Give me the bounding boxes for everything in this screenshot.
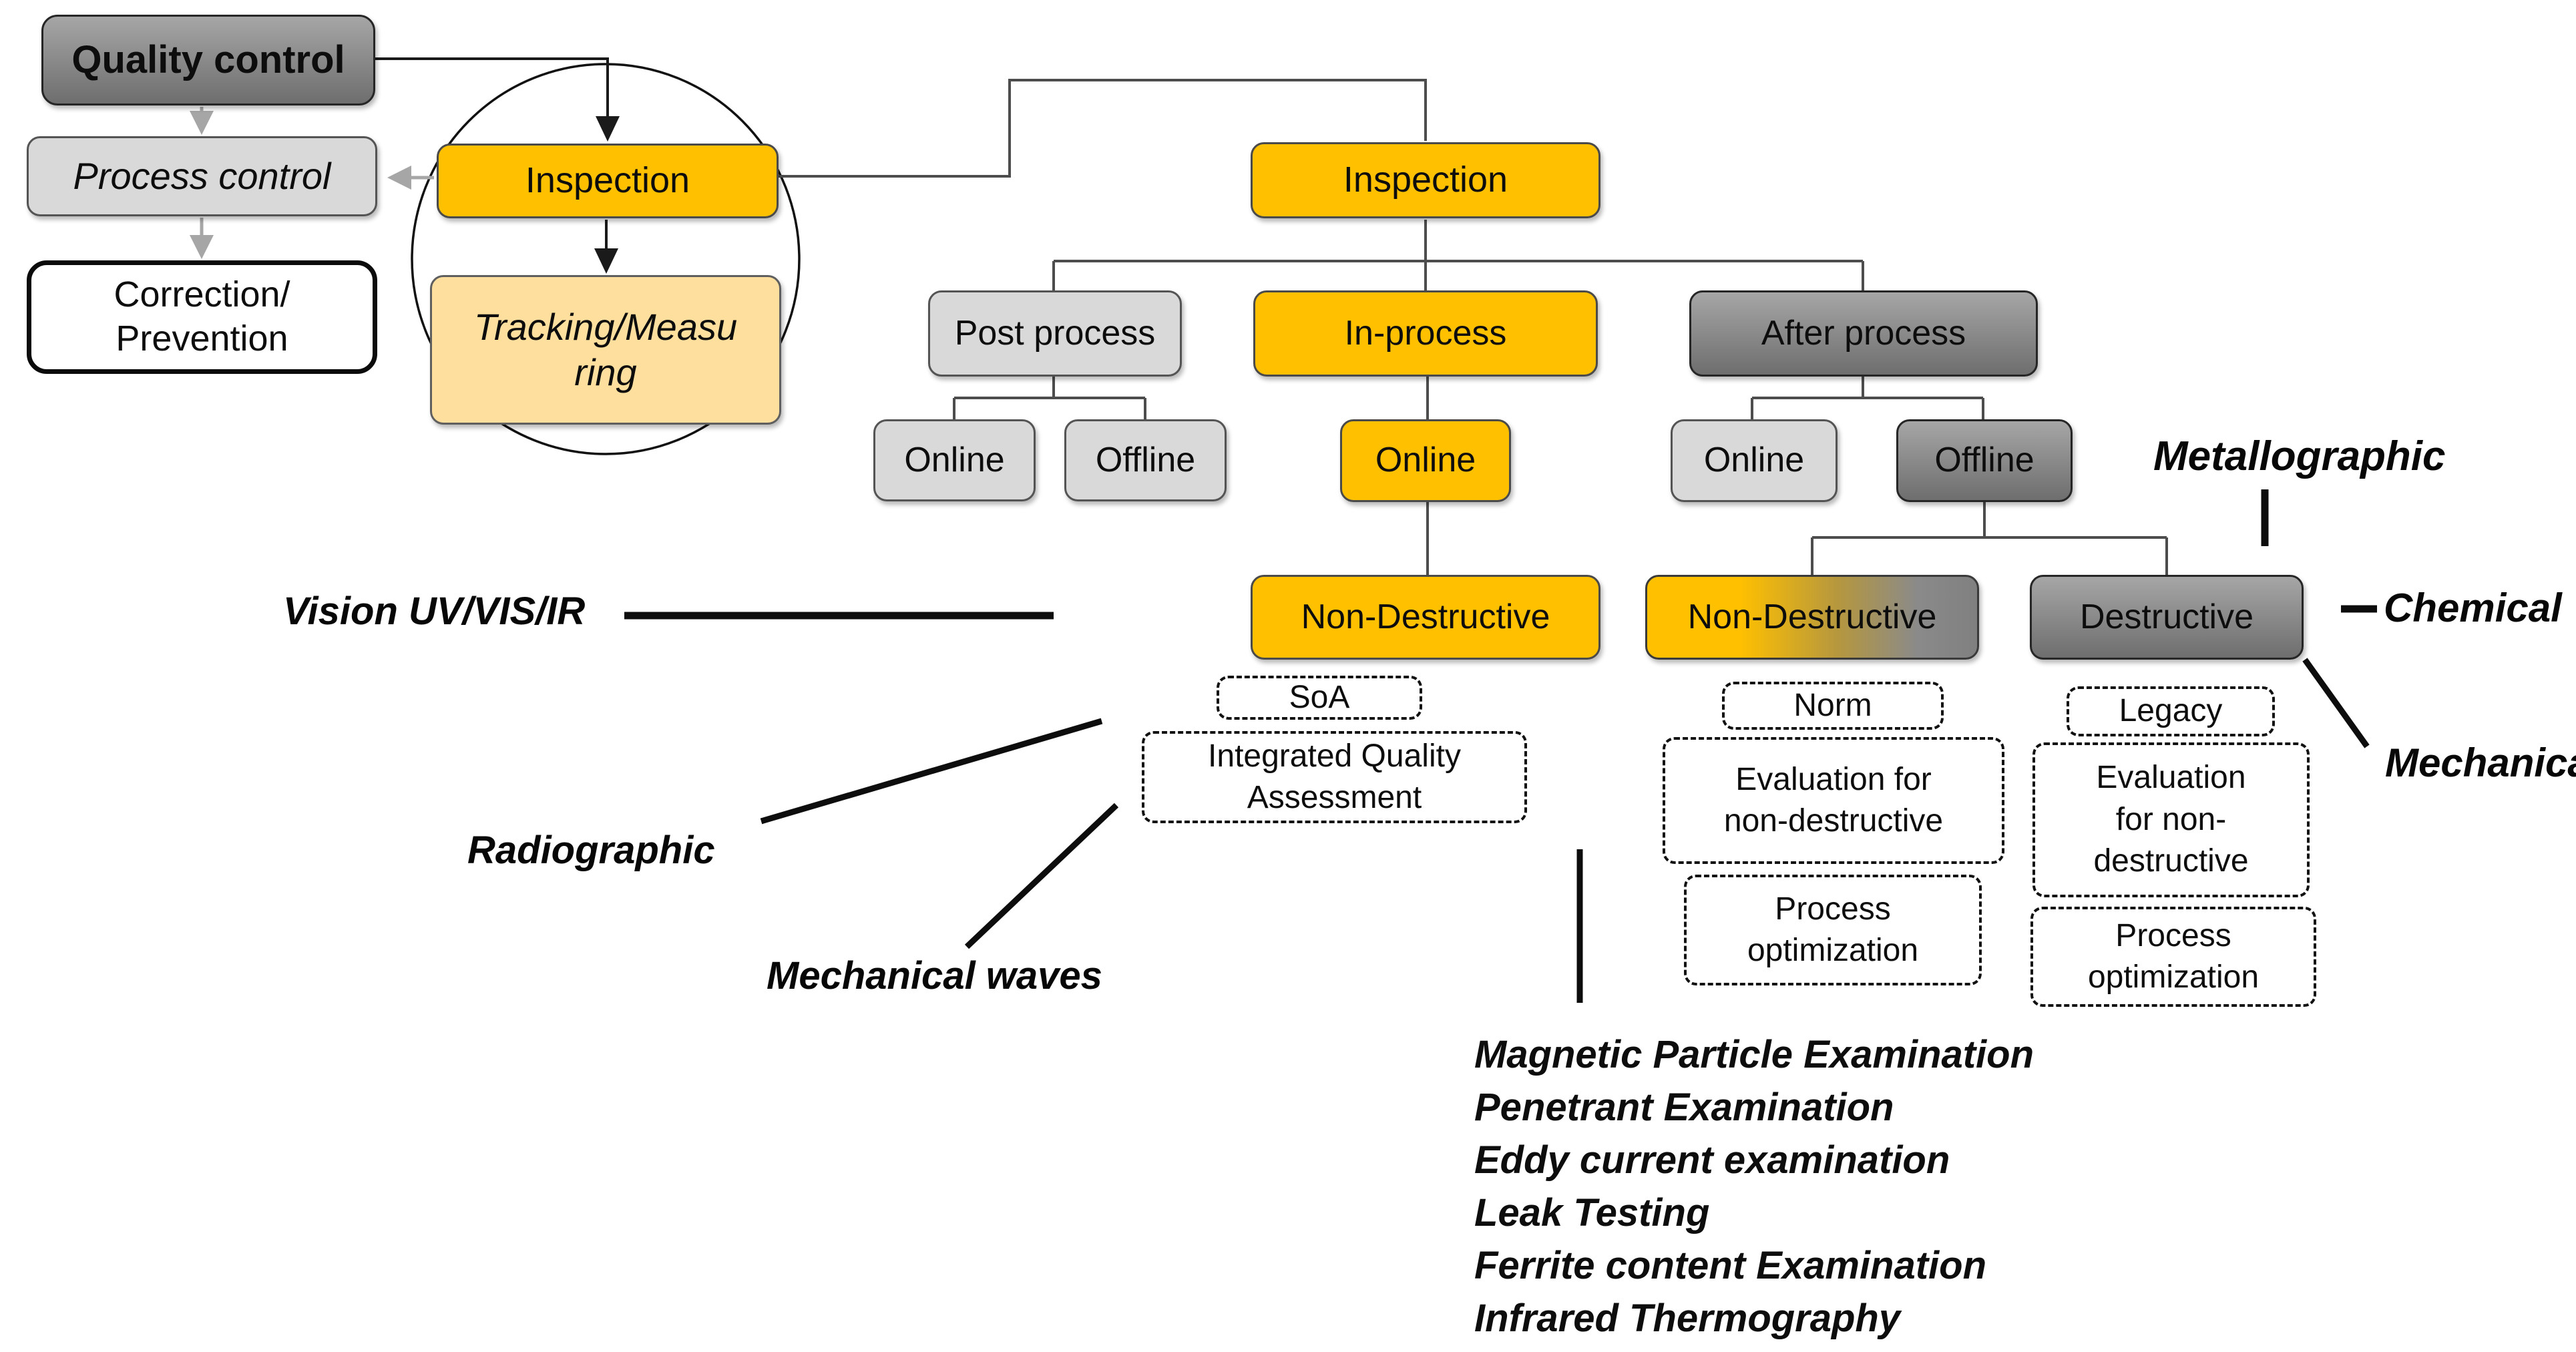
ndt-method-item: Leak Testing	[1474, 1191, 1710, 1234]
node-quality-control: Quality control	[41, 15, 375, 105]
node-tracking-measuring: Tracking/Measu ring	[430, 275, 781, 425]
node-in-non-destructive: Non-Destructive	[1251, 575, 1600, 660]
label-mechanical: Mechanical	[2385, 740, 2576, 785]
node-after-non-destructive: Non-Destructive	[1645, 575, 1979, 660]
node-correction-prevention: Correction/ Prevention	[27, 260, 377, 374]
label-metallographic: Metallographic	[2153, 433, 2446, 479]
node-in-process: In-process	[1253, 290, 1598, 377]
note-evaluation-non-destructive-center: Evaluation for non-destructive	[1663, 737, 2004, 864]
note-legacy: Legacy	[2067, 686, 2275, 736]
ndt-method-item: Infrared Thermography	[1474, 1297, 1901, 1340]
node-inspection-root: Inspection	[1251, 142, 1600, 218]
note-process-optimization-right: Process optimization	[2030, 907, 2316, 1007]
note-soa: SoA	[1217, 676, 1422, 720]
ndt-method-list: Magnetic Particle Examination Penetrant …	[1474, 1028, 2034, 1345]
label-chemical: Chemical	[2384, 586, 2562, 630]
ndt-method-item: Eddy current examination	[1474, 1138, 1950, 1182]
loop-ellipse	[411, 63, 801, 455]
label-vision-uv-vis-ir: Vision UV/VIS/IR	[283, 590, 586, 633]
node-post-online: Online	[873, 419, 1036, 501]
node-in-online: Online	[1340, 419, 1511, 502]
node-after-offline: Offline	[1896, 419, 2073, 502]
note-evaluation-non-destructive-right: Evaluation for non- destructive	[2032, 742, 2310, 897]
node-after-destructive: Destructive	[2030, 575, 2304, 660]
label-mechanical-waves: Mechanical waves	[767, 954, 1102, 997]
node-inspection-loop: Inspection	[437, 144, 779, 218]
node-process-control: Process control	[27, 136, 377, 216]
note-integrated-quality-assessment: Integrated Quality Assessment	[1142, 731, 1527, 823]
node-post-offline: Offline	[1064, 419, 1227, 501]
node-after-process: After process	[1689, 290, 2038, 377]
ndt-method-item: Ferrite content Examination	[1474, 1244, 1987, 1287]
annotation-lines	[624, 489, 2377, 1003]
note-norm: Norm	[1722, 682, 1944, 730]
ndt-method-item: Magnetic Particle Examination	[1474, 1033, 2034, 1076]
label-radiographic: Radiographic	[467, 829, 715, 872]
flow-arrows-gray	[190, 107, 434, 259]
node-after-online: Online	[1671, 419, 1838, 502]
ndt-method-item: Penetrant Examination	[1474, 1086, 1894, 1129]
note-process-optimization-center: Process optimization	[1684, 875, 1982, 985]
tree-connectors	[779, 79, 2168, 575]
flow-arrows-black	[375, 57, 620, 274]
node-post-process: Post process	[928, 290, 1182, 377]
